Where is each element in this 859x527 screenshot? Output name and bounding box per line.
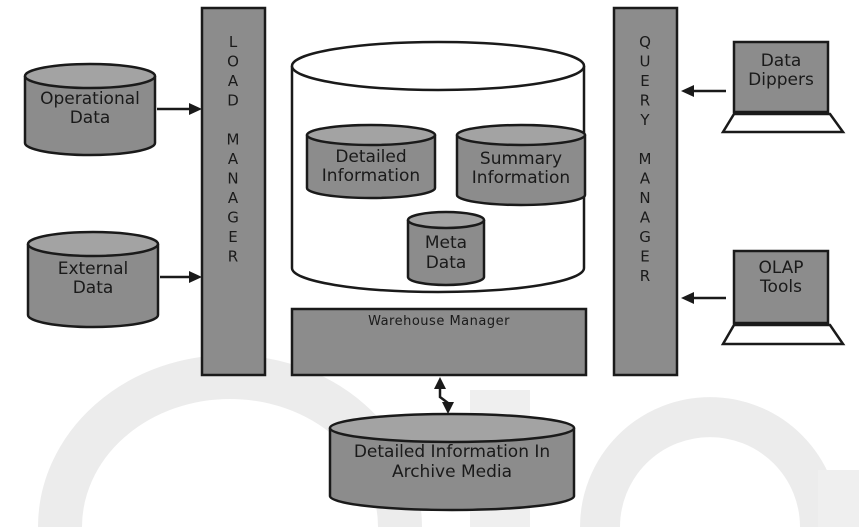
warehouse-manager-bar: Warehouse Manager xyxy=(290,307,588,377)
query-manager-letter: N xyxy=(639,189,650,207)
load-manager-letter: D xyxy=(227,92,239,110)
data-dippers-laptop: Data Dippers xyxy=(720,40,846,134)
load-manager-letter: N xyxy=(227,170,238,188)
operational-data-label-2: Data xyxy=(70,108,111,128)
external-data-label-2: Data xyxy=(73,278,114,298)
arrow-operational-to-load xyxy=(157,103,202,115)
olap-tools-laptop: OLAP Tools xyxy=(720,249,846,346)
meta-data-label-2: Data xyxy=(426,253,467,273)
summary-information-cylinder: Summary Information xyxy=(455,123,587,207)
data-dippers-label-1: Data xyxy=(761,51,802,71)
query-manager-letter: E xyxy=(640,248,649,266)
external-data-label-1: External xyxy=(58,259,129,279)
external-data-cylinder: External Data xyxy=(26,230,160,329)
load-manager-letter: O xyxy=(227,53,239,71)
load-manager-letter: A xyxy=(228,72,239,90)
archive-media-label-1: Detailed Information In xyxy=(354,442,550,462)
query-manager-letter: E xyxy=(640,72,649,90)
load-manager-letter: G xyxy=(227,209,239,227)
query-manager-letter: A xyxy=(640,170,651,188)
arrow-external-to-load xyxy=(160,271,202,283)
meta-data-label-1: Meta xyxy=(425,233,467,253)
summary-information-label-1: Summary xyxy=(480,149,562,169)
data-dippers-label-2: Dippers xyxy=(748,70,814,90)
query-manager-letter: Y xyxy=(639,111,650,129)
load-manager-letter: M xyxy=(227,131,240,149)
olap-tools-label-1: OLAP xyxy=(758,258,803,278)
load-manager-letter: A xyxy=(228,150,239,168)
load-manager-letter: E xyxy=(228,228,237,246)
query-manager-letter: Q xyxy=(639,33,651,51)
warehouse-manager-label: Warehouse Manager xyxy=(368,314,510,329)
detailed-information-cylinder: Detailed Information xyxy=(305,123,437,200)
summary-information-label-2: Information xyxy=(472,168,570,188)
query-manager-letter: R xyxy=(640,92,650,110)
load-manager-letter: L xyxy=(229,33,238,51)
archive-media-label-2: Archive Media xyxy=(392,462,512,482)
operational-data-label-1: Operational xyxy=(40,89,140,109)
detailed-information-label-1: Detailed xyxy=(335,147,406,167)
query-manager-letter: A xyxy=(640,209,651,227)
warehouse-archive-link xyxy=(434,377,454,414)
load-manager-letter: A xyxy=(228,189,239,207)
arrow-dippers-to-query xyxy=(681,85,726,97)
load-manager-letter: R xyxy=(228,248,238,266)
olap-tools-label-2: Tools xyxy=(759,277,802,297)
detailed-information-label-2: Information xyxy=(322,166,420,186)
warehouse-cylinder xyxy=(290,40,586,294)
operational-data-cylinder: Operational Data xyxy=(23,62,157,157)
query-manager-letter: M xyxy=(639,150,652,168)
arrow-olap-to-query xyxy=(681,292,726,304)
query-manager-letter: U xyxy=(640,53,651,71)
query-manager-letter: G xyxy=(639,228,651,246)
archive-media-cylinder: Detailed Information In Archive Media xyxy=(328,412,576,512)
meta-data-cylinder: Meta Data xyxy=(406,210,486,287)
query-manager-letter: R xyxy=(640,267,650,285)
